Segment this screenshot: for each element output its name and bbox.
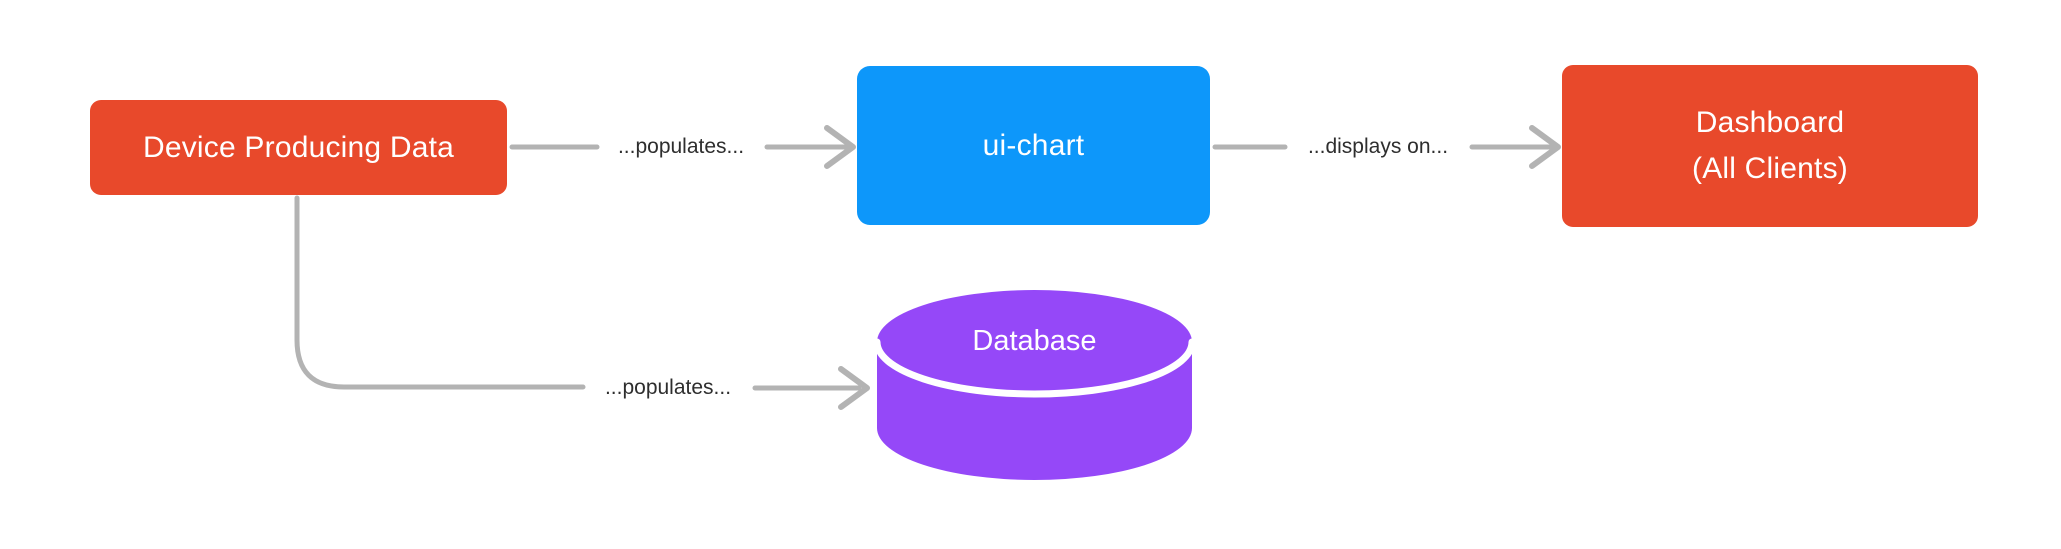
cylinder-body (877, 342, 1192, 480)
node-dashboard-label-line1: Dashboard (1695, 106, 1845, 139)
edge-label-populates-top: ...populates... (617, 135, 745, 158)
node-device-producing-data[interactable]: Device Producing Data (90, 100, 507, 195)
edge-uichart-to-dashboard (1212, 125, 1561, 169)
node-ui-chart[interactable]: ui-chart (857, 66, 1210, 225)
node-dashboard-label-line2: (All Clients) (1692, 152, 1848, 185)
edge-label-displays-on: ...displays on... (1307, 135, 1449, 158)
node-dashboard[interactable]: Dashboard (All Clients) (1562, 65, 1978, 227)
edge-device-to-database (294, 195, 870, 410)
cylinder-top (877, 290, 1192, 394)
edge-label-populates-bottom: ...populates... (604, 376, 732, 399)
node-device-label: Device Producing Data (142, 130, 455, 164)
arrowhead-icon (1529, 125, 1561, 169)
node-database-label: Database (972, 325, 1097, 357)
arrowhead-icon (838, 366, 870, 410)
node-ui-chart-label: ui-chart (982, 128, 1085, 162)
cylinder-divider (873, 338, 1196, 398)
node-database-cylinder[interactable] (873, 290, 1196, 480)
arrowhead-icon (824, 125, 856, 169)
edge-elbow-line (294, 195, 586, 390)
edge-device-to-uichart (509, 125, 856, 169)
